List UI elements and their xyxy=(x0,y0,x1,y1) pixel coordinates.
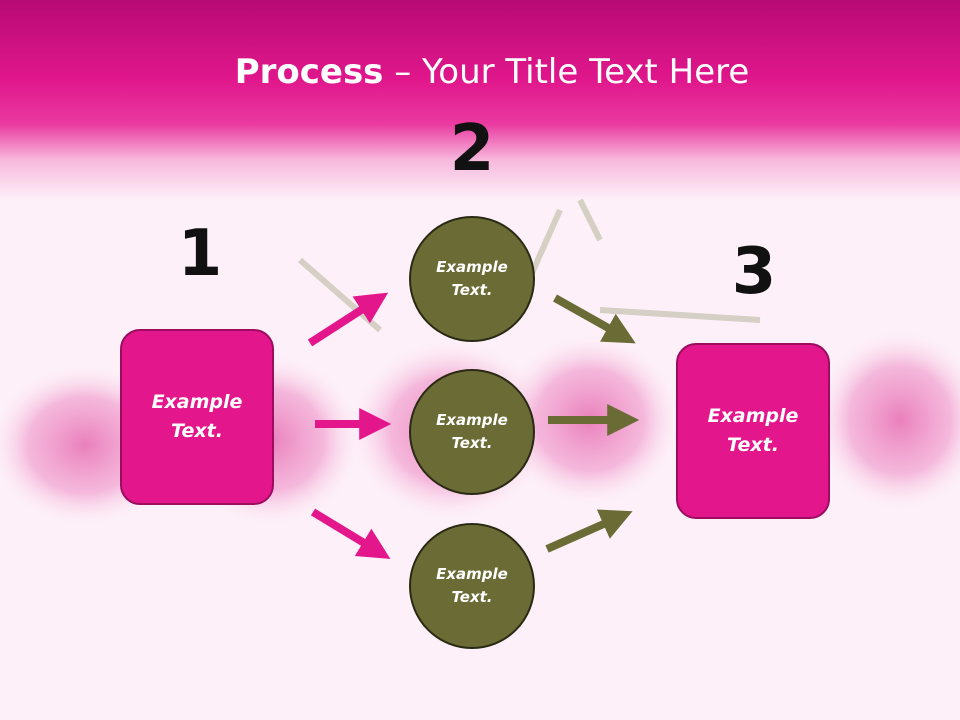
title-bold: Process xyxy=(234,52,384,92)
step-number-2: 2 xyxy=(449,112,495,186)
process-circle-bottom: Example Text. xyxy=(409,523,535,649)
right-process-box: Example Text. xyxy=(676,343,830,519)
olive-arrow-up xyxy=(545,509,633,553)
title-rest: – Your Title Text Here xyxy=(383,52,750,92)
step-number-1: 1 xyxy=(177,217,223,291)
pink-arrow-up xyxy=(307,292,389,347)
process-circle-top: Example Text. xyxy=(409,216,535,342)
step-number-3: 3 xyxy=(731,235,777,309)
olive-arrow-down xyxy=(553,294,636,344)
left-process-box: Example Text. xyxy=(120,329,274,505)
slide-title: Process – Your Title Text Here xyxy=(0,52,960,92)
pink-arrow-down xyxy=(310,508,391,559)
process-circle-middle: Example Text. xyxy=(409,369,535,495)
header-band xyxy=(0,0,960,200)
